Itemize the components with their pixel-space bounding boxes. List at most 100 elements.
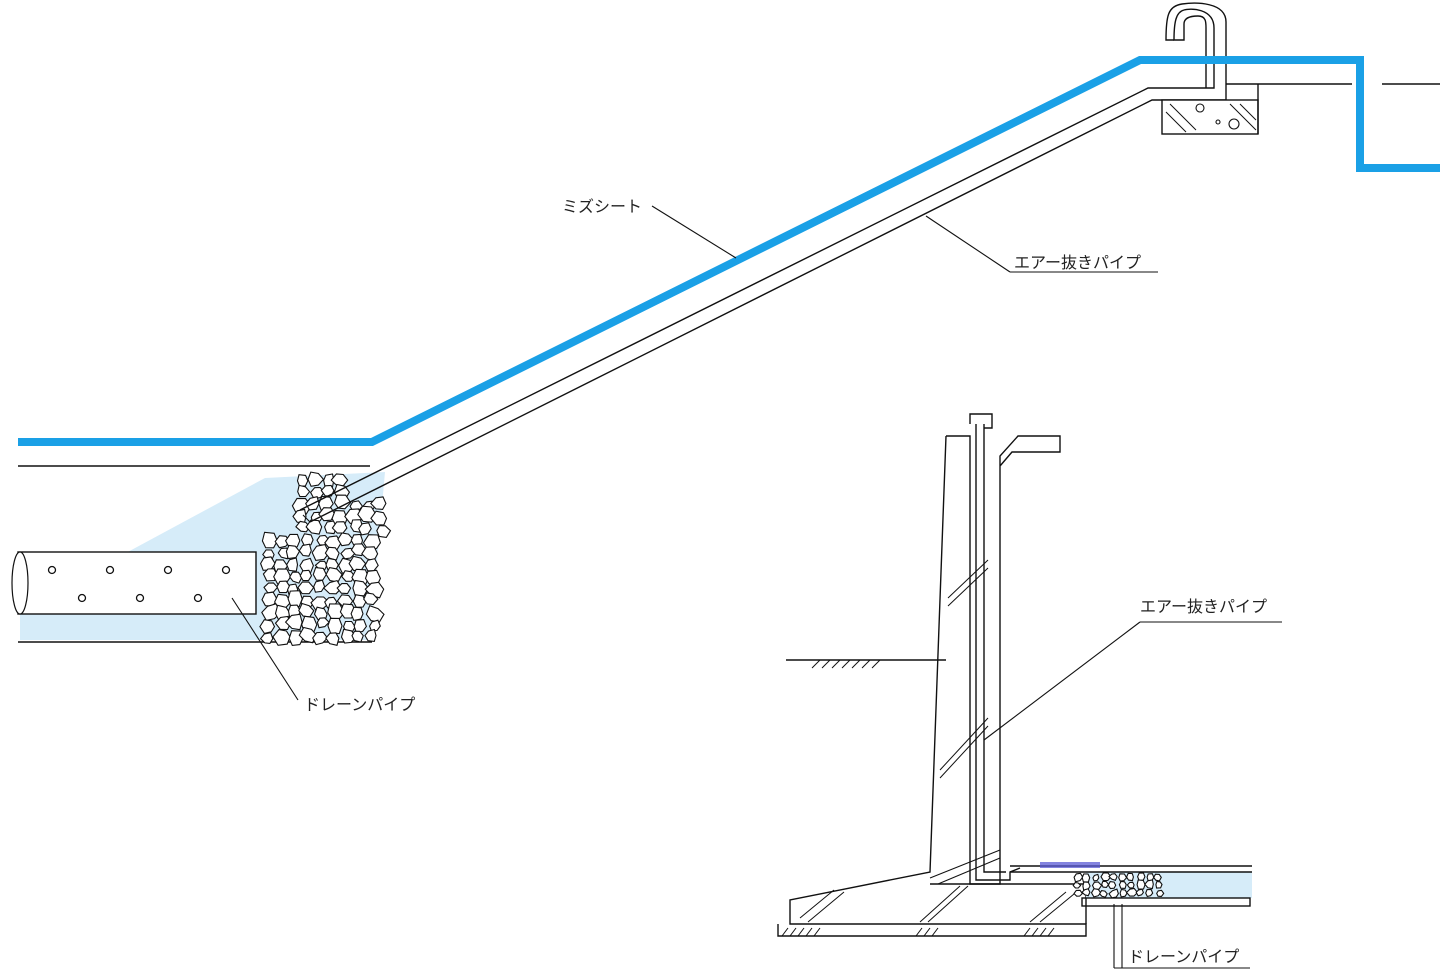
gravel-stone (336, 583, 352, 595)
gravel-stone (309, 486, 325, 500)
gravel-stone (287, 590, 303, 608)
gravel-stone (313, 579, 326, 593)
gravel-stone (351, 630, 364, 643)
wall-drain-pipe-label: ドレーンパイプ (1128, 947, 1239, 966)
gravel-stone (312, 631, 329, 646)
gravel-stone (1072, 882, 1082, 889)
wall-hatching (799, 559, 1075, 923)
gravel-stone (1137, 872, 1146, 882)
membrane-callout: ミズシート (562, 197, 737, 259)
gravel-stone (311, 543, 330, 561)
gravel-stone (1098, 890, 1108, 898)
gravel-stone (341, 570, 356, 582)
gravel-stone (325, 632, 340, 646)
gravel-stone (363, 592, 379, 606)
gravel-stone (1119, 888, 1128, 898)
gravel-stone (312, 567, 327, 581)
gravel-stone (1090, 888, 1102, 898)
gravel-stone (1081, 888, 1091, 897)
gravel-stone (1156, 889, 1165, 897)
wall-air-pipe-label: エアー抜きパイプ (1140, 597, 1267, 616)
gravel-stone (305, 519, 323, 535)
gravel-stone (297, 484, 311, 498)
membrane-label: ミズシート (562, 197, 642, 216)
gravel-stone (295, 520, 311, 533)
gravel-stone (1073, 872, 1084, 883)
gravel-stone (316, 617, 330, 629)
wall-sheet-overlap (1040, 862, 1100, 868)
gravel-stone (1135, 888, 1145, 897)
gravel-stone (300, 533, 314, 547)
gravel-stone (284, 613, 303, 631)
gravel-stone (272, 629, 291, 646)
gravel-stone (337, 532, 354, 547)
wall-drain-pipe-callout: ドレーンパイプ (1113, 904, 1250, 969)
gravel-stone (259, 632, 274, 644)
gravel-stone (1100, 872, 1112, 882)
wall-section: エアー抜きパイプ ドレーンパイプ (777, 413, 1282, 969)
gravel-stone (284, 533, 301, 549)
gravel-stone (323, 520, 338, 535)
gravel-stone (370, 510, 388, 526)
gravel-stone (1108, 873, 1118, 881)
gravel-stone (307, 471, 325, 487)
gravel-stone (1125, 887, 1139, 897)
gravel-stone (1081, 873, 1091, 883)
wall-drain-pipe (1081, 897, 1251, 907)
gravel-stone (274, 535, 291, 549)
gravel-stone (1136, 879, 1146, 890)
gravel-stone (274, 615, 292, 631)
gravel-stone (1126, 881, 1135, 889)
gravel-stone (1153, 873, 1162, 882)
gravel-stone (352, 594, 367, 608)
wall-air-pipe-callout: エアー抜きパイプ (983, 597, 1282, 741)
gravel-stone (340, 547, 356, 560)
gravel-stone (285, 544, 301, 560)
anchor-block (1161, 84, 1259, 135)
drain-pipe-label: ドレーンパイプ (304, 695, 415, 714)
gravel-stone (261, 531, 278, 549)
gravel-stone (261, 603, 282, 622)
gravel-stone (276, 580, 291, 594)
gravel-stone (376, 525, 392, 538)
gravel-stone (1118, 880, 1127, 889)
gravel-stone (286, 557, 299, 572)
gravel-stone (370, 496, 387, 510)
gravel-stone (368, 619, 381, 632)
gravel-stone (1125, 872, 1134, 882)
gravel-stone (1144, 879, 1154, 890)
gravel-stone (320, 484, 335, 497)
gravel-stone (259, 619, 276, 635)
gravel-stone (323, 473, 335, 488)
gravel-stone (1145, 888, 1154, 898)
gravel-stone (340, 628, 357, 644)
gravel-stone (364, 628, 377, 642)
gravel-stone (297, 581, 315, 595)
gravel-stone (333, 494, 352, 510)
gravel-stone (1155, 880, 1163, 889)
gravel-stone (296, 474, 309, 487)
footing-hatch (781, 927, 1055, 937)
retaining-wall (946, 435, 1061, 885)
gravel-stone (289, 571, 303, 584)
gravel-stone (353, 619, 368, 633)
gravel-stone (1108, 888, 1120, 899)
drain-pipe-callout: ドレーンパイプ (231, 597, 415, 714)
gravel-stone (1118, 873, 1128, 882)
slope-section: ミズシート エアー抜きパイプ ドレーンパイプ (11, 2, 1440, 714)
gravel-stone (1073, 889, 1084, 897)
gravel-stone (298, 543, 312, 557)
gravel-stone (358, 522, 372, 536)
gravel-stone (324, 546, 340, 561)
gravel-stone (298, 626, 318, 644)
gravel-stone (299, 569, 313, 582)
air-pipe-callout: エアー抜きパイプ (925, 215, 1158, 273)
gravel-stone (322, 579, 343, 595)
wall-gravel (1072, 872, 1165, 899)
gravel-stone (352, 579, 370, 597)
waterproof-membrane (18, 56, 1440, 446)
wall-ground-hatch (811, 659, 881, 669)
gravel-stone (350, 606, 364, 622)
drain-pipe (11, 551, 257, 615)
